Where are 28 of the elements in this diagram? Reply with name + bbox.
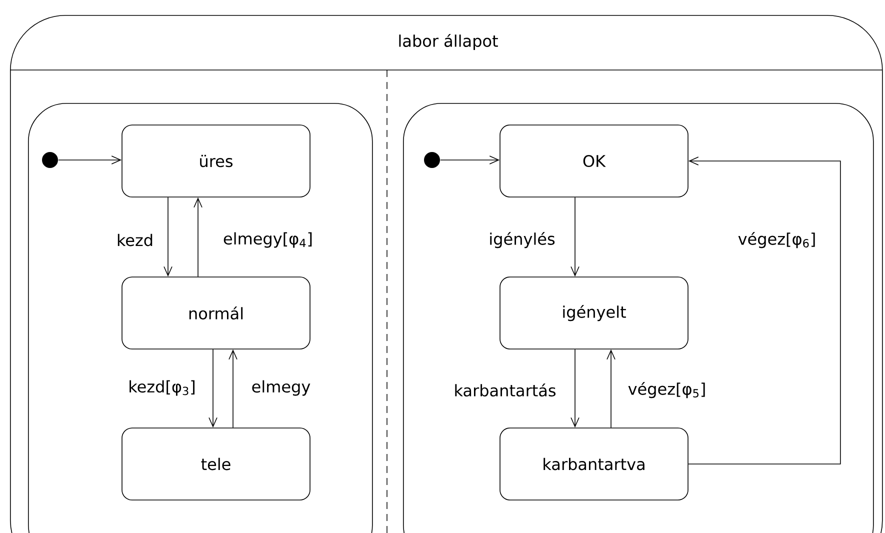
arrow	[570, 197, 580, 277]
state-box: tele	[122, 428, 310, 500]
edge-label: elmegy	[252, 380, 310, 396]
edge-label: karbantartás	[455, 384, 556, 396]
edge-label: igénylés	[490, 232, 555, 248]
arrow	[440, 156, 500, 164]
region-box	[28, 103, 373, 533]
arrow	[570, 349, 580, 428]
arrow	[228, 349, 238, 428]
state-box: karbantartva	[500, 428, 688, 500]
arrow	[164, 197, 172, 277]
edge-label: kezd[φ$_{3}$]	[130, 380, 194, 396]
region-box	[403, 103, 874, 533]
arrow	[688, 156, 841, 464]
arrow	[194, 197, 202, 277]
edge-label: kezd	[118, 234, 152, 246]
state-box: OK	[500, 124, 688, 198]
edge-label: végez[φ$_{5}$]	[628, 382, 705, 398]
arrow	[208, 349, 218, 428]
initial-dot	[424, 152, 440, 168]
initial-dot	[42, 152, 58, 168]
edge-label: végez[φ$_{6}$]	[738, 232, 815, 248]
arrow	[606, 349, 616, 428]
state-box: üres	[122, 124, 310, 198]
edge-label: elmegy[φ$_{4}$]	[224, 232, 312, 248]
state-box: igényelt	[500, 276, 688, 350]
state-box: normál	[122, 276, 310, 350]
arrow	[58, 156, 122, 164]
